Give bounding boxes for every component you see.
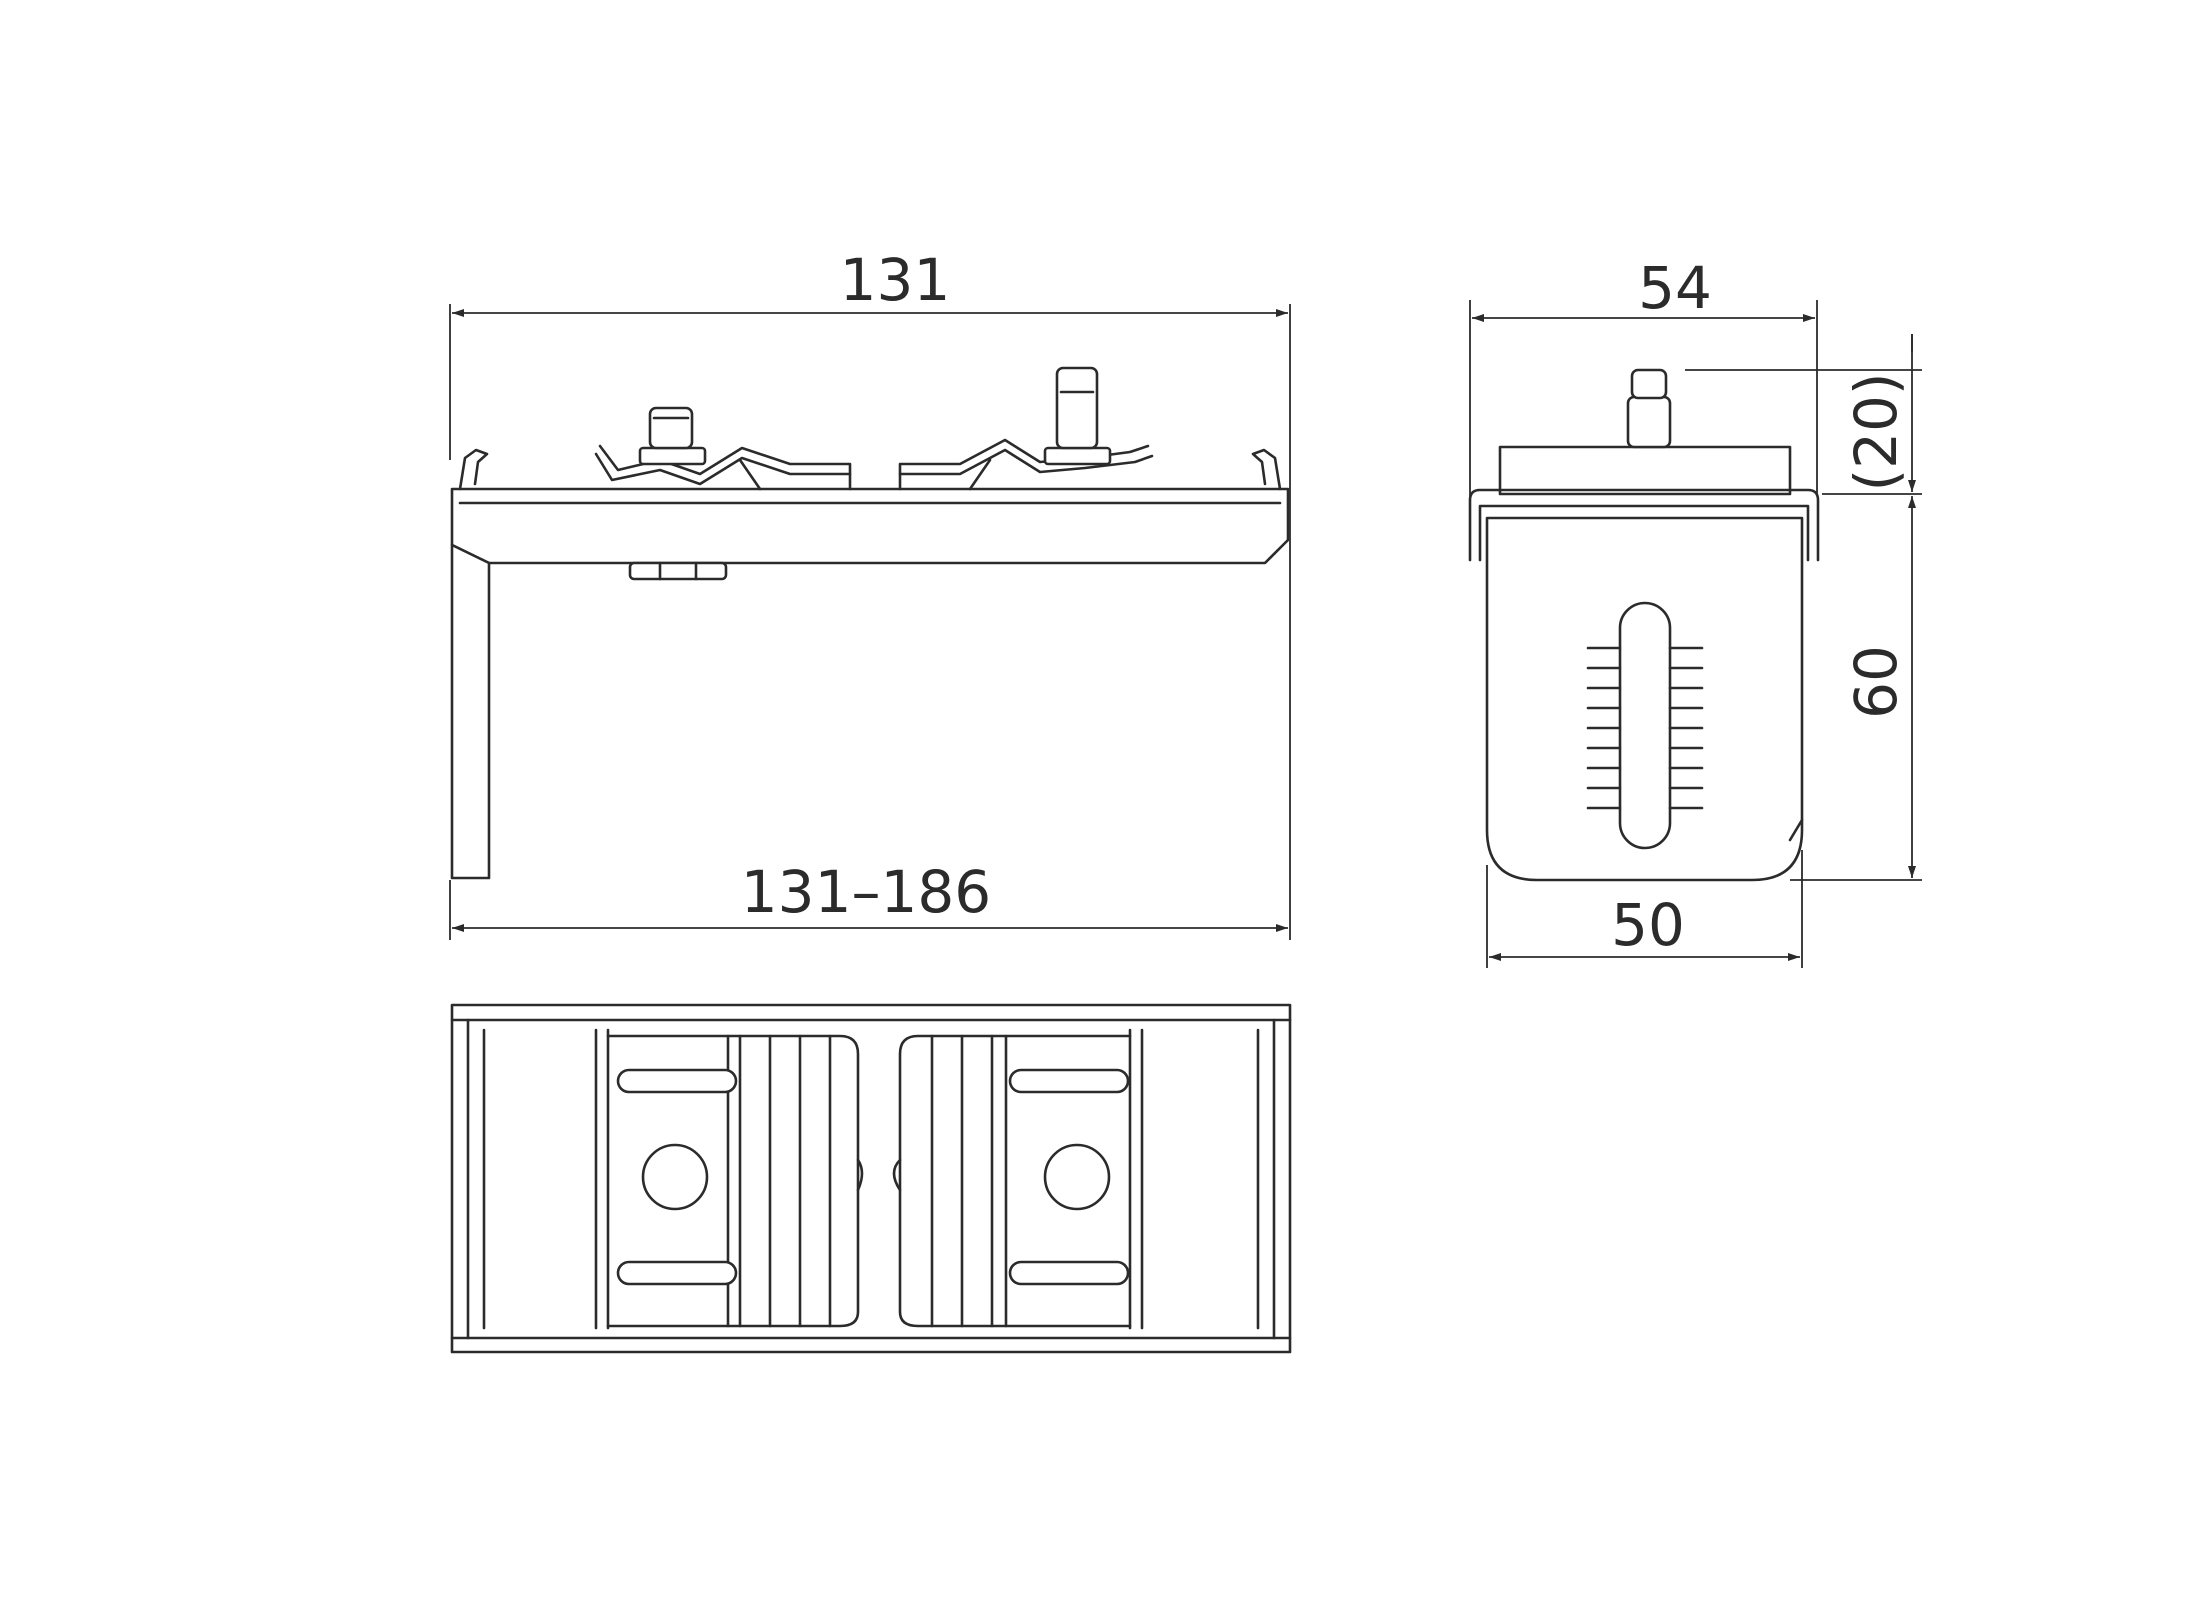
right-end-clip — [1251, 448, 1282, 491]
left-nut — [638, 446, 707, 466]
left-pin — [648, 406, 694, 450]
right-spring-clip — [898, 438, 1154, 491]
left-carriage — [594, 1028, 860, 1330]
right-pin — [1055, 366, 1099, 450]
right-carriage — [898, 1028, 1144, 1330]
right-mounting-hole — [1043, 1143, 1111, 1211]
left-spring-clip — [594, 444, 852, 491]
bottom-nut — [628, 561, 728, 581]
dimension-side-width-top: 54 — [1638, 254, 1712, 322]
dimension-body-height: 60 — [1842, 645, 1910, 719]
dimension-pin-height: (20) — [1842, 372, 1910, 491]
left-end-clip — [458, 448, 489, 491]
side-top-cap — [1498, 445, 1792, 496]
dimension-adjustable-range: 131–186 — [741, 858, 991, 926]
top-view — [450, 1003, 1292, 1354]
front-view: 131 131–186 — [449, 246, 1291, 940]
dimension-overall-width: 131 — [840, 246, 951, 314]
side-pin — [1626, 395, 1672, 449]
slot-scale-ticks — [1586, 646, 1704, 810]
adjustment-slot — [1618, 601, 1672, 850]
side-view: 54 50 (20) 60 — [1468, 254, 1922, 968]
rail-body — [450, 487, 1290, 565]
side-u-clip — [1468, 488, 1820, 562]
dimension-side-width-bottom: 50 — [1611, 891, 1685, 959]
left-mounting-hole — [641, 1143, 709, 1211]
mounting-leg — [450, 543, 491, 880]
top-view-outline — [450, 1003, 1292, 1354]
right-nut — [1043, 446, 1112, 466]
